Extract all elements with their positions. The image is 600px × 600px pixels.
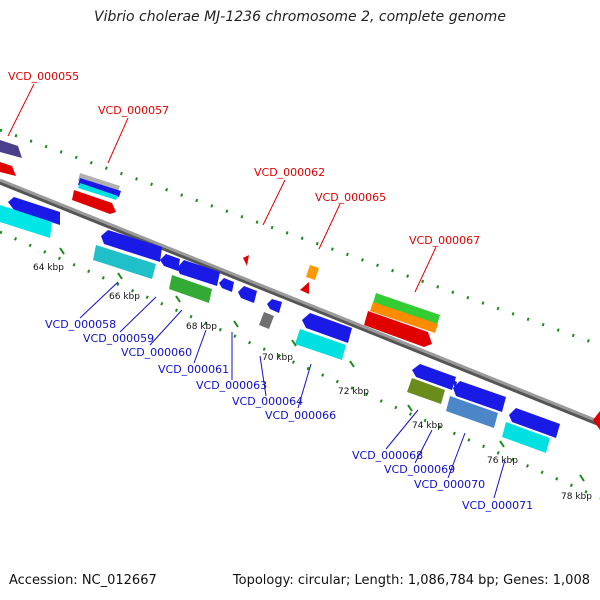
gene-label-vcd-000071[interactable]: VCD_000071 xyxy=(462,499,533,512)
gene-vcd-000059[interactable] xyxy=(160,254,180,271)
tick-label-68kbp: 68 kbp xyxy=(186,322,217,332)
backbone-shadow xyxy=(0,179,600,427)
tick-label-64kbp: 64 kbp xyxy=(33,263,64,273)
gene-label-vcd-000068[interactable]: VCD_000068 xyxy=(352,449,423,462)
gene-label-vcd-000063[interactable]: VCD_000063 xyxy=(196,379,267,392)
tick-label-66kbp: 66 kbp xyxy=(109,292,140,302)
gene-label-vcd-000062[interactable]: VCD_000062 xyxy=(254,166,325,179)
gene-label-vcd-000060[interactable]: VCD_000060 xyxy=(121,346,192,359)
gene-label-vcd-000058[interactable]: VCD_000058 xyxy=(45,318,116,331)
tick-label-72kbp: 72 kbp xyxy=(338,387,369,397)
gene-vcd-000061[interactable] xyxy=(219,278,234,292)
genome-info-text: Topology: circular; Length: 1,086,784 bp… xyxy=(232,573,590,588)
gene-label-vcd-000059[interactable]: VCD_000059 xyxy=(83,332,154,345)
gene-label-vcd-000069[interactable]: VCD_000069 xyxy=(384,463,455,476)
gene-vcd-000070[interactable] xyxy=(502,408,560,453)
gene-label-vcd-000066[interactable]: VCD_000066 xyxy=(265,409,336,422)
accession-text: Accession: NC_012667 xyxy=(9,573,157,588)
gene-label-vcd-000064[interactable]: VCD_000064 xyxy=(232,395,303,408)
gene-vcd-000066[interactable] xyxy=(295,313,352,360)
gene-vcd-000069[interactable] xyxy=(446,381,506,428)
gene-vcd-000068[interactable] xyxy=(407,364,457,404)
gene-vcd-000057[interactable] xyxy=(72,173,121,214)
gene-label-vcd-000061[interactable]: VCD_000061 xyxy=(158,363,229,376)
gene-vcd-000055[interactable] xyxy=(0,140,22,176)
gene-vcd-000056[interactable] xyxy=(0,197,60,238)
tick-marks xyxy=(59,247,585,482)
tick-label-78kbp: 78 kbp xyxy=(561,492,592,502)
gene-vcd-000063[interactable] xyxy=(238,286,282,329)
gene-label-vcd-000065[interactable]: VCD_000065 xyxy=(315,191,386,204)
gene-vcd-000065[interactable] xyxy=(300,265,319,294)
tick-label-76kbp: 76 kbp xyxy=(487,456,518,466)
gene-vcd-000060[interactable] xyxy=(169,260,220,303)
gene-label-vcd-000057[interactable]: VCD_000057 xyxy=(98,104,169,117)
forward-leader-lines xyxy=(7,83,437,293)
reverse-leader-lines xyxy=(79,281,506,499)
gene-label-vcd-000070[interactable]: VCD_000070 xyxy=(414,478,485,491)
outer-dotted-ring xyxy=(0,128,600,347)
gene-label-vcd-000055[interactable]: VCD_000055 xyxy=(8,70,79,83)
gene-vcd-000067[interactable] xyxy=(364,293,440,347)
tick-label-70kbp: 70 kbp xyxy=(262,353,293,363)
gene-vcd-000062[interactable] xyxy=(243,255,249,266)
gene-vcd-000072[interactable] xyxy=(593,411,600,430)
backbone xyxy=(0,178,600,424)
gene-label-vcd-000067[interactable]: VCD_000067 xyxy=(409,234,480,247)
map-title: Vibrio cholerae MJ-1236 chromosome 2, co… xyxy=(94,9,506,25)
tick-label-74kbp: 74 kbp xyxy=(412,421,443,431)
gene-vcd-000058[interactable] xyxy=(93,230,162,279)
